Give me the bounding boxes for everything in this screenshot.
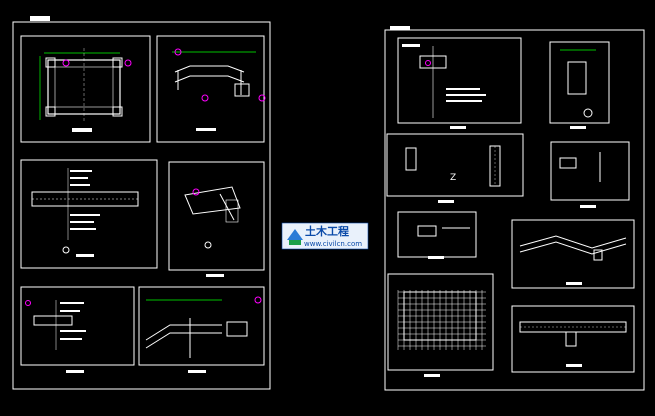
- callout-marker: [124, 59, 132, 67]
- house-icon: [287, 229, 303, 240]
- sheet-tab: [30, 16, 50, 21]
- panel-section-notes: [20, 159, 158, 269]
- right-sheet: Z: [384, 26, 645, 391]
- panel-joint-detail: [397, 211, 477, 259]
- panel-wall-section: [20, 286, 135, 373]
- panel-slope-section: [511, 219, 635, 289]
- panel-column-detail: [397, 37, 522, 129]
- left-sheet: [12, 16, 271, 390]
- watermark-title: 土木工程: [305, 224, 349, 238]
- panel-grid-plan: [387, 273, 494, 377]
- panel-elevation: [156, 35, 266, 143]
- panel-railing: [138, 286, 265, 373]
- watermark-logo: [281, 222, 369, 250]
- panel-plan: [20, 35, 151, 143]
- watermark-url: www.civilcn.com: [304, 240, 362, 248]
- panel-edge-section: [511, 305, 635, 373]
- callout-marker: [62, 59, 70, 67]
- sheet-tab: [390, 26, 410, 30]
- panel-small-detail: [550, 141, 630, 208]
- detail-symbol: Z: [450, 173, 456, 183]
- panel-footing: [549, 41, 610, 129]
- panel-curb-detail: [168, 161, 265, 277]
- panel-beam-section: Z: [386, 133, 524, 203]
